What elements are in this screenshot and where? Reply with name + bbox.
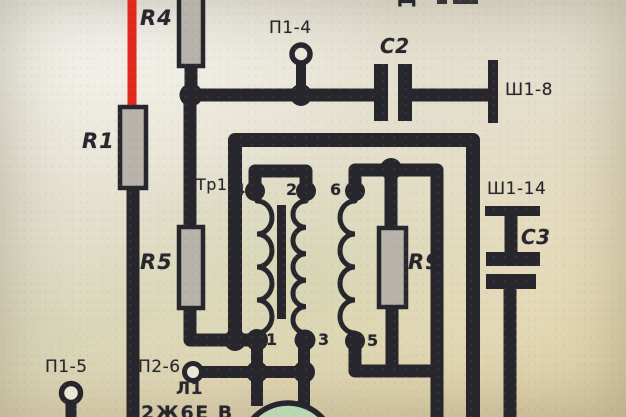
label-pin-5: 5 <box>367 331 379 350</box>
label-c2: C2 <box>380 34 410 58</box>
wire-pin5-down <box>348 344 437 378</box>
transformer-pin3-dot <box>294 329 316 351</box>
p1-4-terminal <box>289 42 313 66</box>
junction-r4 <box>179 83 203 107</box>
label-r5: R5 <box>140 250 173 274</box>
label-sh1-14: Ш1-14 <box>487 179 547 199</box>
title-mark <box>437 0 447 4</box>
resistor-r4 <box>176 0 206 69</box>
p2-6-terminal <box>182 361 204 383</box>
label-sh1-8: Ш1-8 <box>505 80 553 100</box>
label-p1-5: П1-5 <box>45 357 88 377</box>
capacitor-c2 <box>374 64 412 121</box>
label-c3: C3 <box>521 225 551 249</box>
resistor-r5 <box>176 224 206 311</box>
transformer-tr1 <box>254 198 358 336</box>
label-r4: R4 <box>140 6 173 30</box>
junction-p1-4 <box>290 84 312 106</box>
label-pin-4: 4 <box>234 180 246 199</box>
junction-r9-top <box>380 158 402 180</box>
p1-5-terminal <box>58 380 84 406</box>
label-p2-6: П2-6 <box>138 357 181 377</box>
resistor-r9 <box>376 225 409 310</box>
junction-loop-bottom <box>224 329 246 351</box>
label-tr1: Тр1 <box>196 175 228 194</box>
wire-outer-loop <box>228 133 480 417</box>
transformer-pin4-dot <box>245 181 265 201</box>
cutoff-tube-type-fragment: 2Ж6Е В <box>141 402 234 417</box>
title-mark <box>453 0 478 4</box>
label-r1: R1 <box>82 129 115 153</box>
resistor-r1 <box>117 104 149 191</box>
label-r9: R9 <box>408 250 441 274</box>
sh1-8-terminal-bar <box>488 60 498 123</box>
label-l1: Л1 <box>176 379 203 399</box>
capacitor-c3 <box>486 252 540 289</box>
label-pin-2: 2 <box>286 180 298 199</box>
transformer-pin2-dot <box>296 181 316 201</box>
junction-bus-left <box>246 361 268 383</box>
winding-4-1 <box>254 198 275 336</box>
cutoff-title-fragment: Д <box>397 0 417 8</box>
c3-plate-top <box>486 252 540 266</box>
transformer-core <box>277 205 286 319</box>
winding-6-5 <box>337 198 358 336</box>
junction-bus-right <box>293 361 315 383</box>
tube-l1-envelope <box>250 400 326 417</box>
c2-plate-right <box>398 64 412 121</box>
transformer-pin5-dot <box>345 331 365 351</box>
label-pin-6: 6 <box>330 180 342 199</box>
label-p1-4: П1-4 <box>269 18 312 38</box>
label-pin-1: 1 <box>266 330 278 349</box>
sh1-14-terminal-bar <box>485 206 540 216</box>
title-marks <box>437 0 478 4</box>
transformer-pin6-dot <box>345 181 365 201</box>
c2-plate-left <box>374 64 388 121</box>
junction-dots <box>179 83 402 383</box>
winding-2-3 <box>290 198 309 336</box>
c3-plate-bottom <box>486 274 536 289</box>
label-pin-3: 3 <box>318 330 330 349</box>
